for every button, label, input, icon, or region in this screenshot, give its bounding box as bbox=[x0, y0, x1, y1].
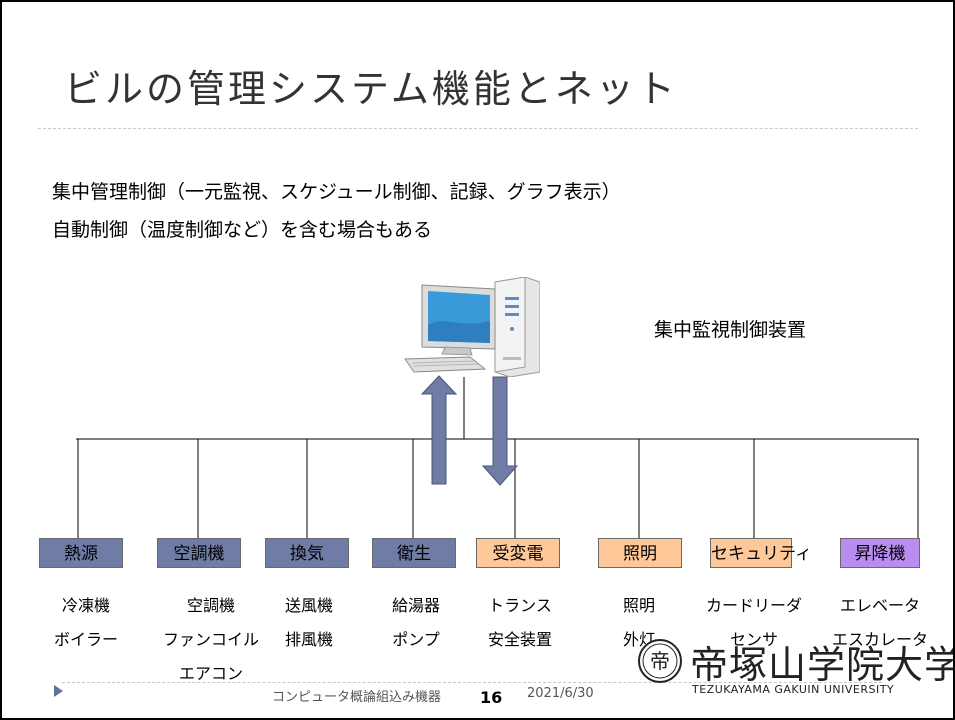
system-device-label: ファンコイル bbox=[162, 630, 259, 649]
system-category-box: 昇降機 bbox=[840, 538, 920, 568]
system-category-box: 換気 bbox=[265, 538, 349, 568]
system-device-label: 照明 bbox=[622, 596, 655, 615]
description-line-1: 集中管理制御（一元監視、スケジュール制御、記録、グラフ表示） bbox=[52, 181, 621, 203]
system-category-box: 熱源 bbox=[39, 538, 123, 568]
footer-divider bbox=[62, 682, 882, 683]
download-arrow bbox=[481, 376, 519, 486]
footer-arrow-icon bbox=[54, 685, 63, 697]
system-device-label: 排風機 bbox=[284, 630, 333, 649]
upload-arrow bbox=[420, 375, 458, 485]
system-device-label: 空調機 bbox=[186, 596, 235, 615]
system-device-label: 給湯器 bbox=[391, 596, 440, 615]
system-device-label: ボイラー bbox=[53, 630, 118, 649]
system-device-label: エスカレータ bbox=[831, 630, 928, 649]
system-device-label: センサ bbox=[729, 630, 778, 649]
system-device-label: エアコン bbox=[178, 664, 243, 683]
system-device-label: ポンプ bbox=[392, 630, 440, 649]
slide-title: ビルの管理システム機能とネット bbox=[64, 67, 678, 111]
system-device-label: 安全装置 bbox=[487, 630, 552, 649]
university-name-english: TEZUKAYAMA GAKUIN UNIVERSITY bbox=[692, 683, 895, 696]
system-category-box: 受変電 bbox=[476, 538, 560, 568]
system-device-label: 冷凍機 bbox=[61, 596, 110, 615]
system-device-label: 送風機 bbox=[284, 596, 333, 615]
system-device-label: カードリーダ bbox=[705, 596, 802, 615]
system-device-label: エレベータ bbox=[839, 596, 920, 615]
footer-date: 2021/6/30 bbox=[527, 686, 594, 701]
svg-text:帝: 帝 bbox=[650, 649, 670, 673]
university-name: 帝塚山学院大学 bbox=[690, 643, 955, 687]
system-device-label: トランス bbox=[488, 596, 552, 615]
computer-icon bbox=[404, 277, 540, 377]
system-category-box: セキュリティ bbox=[710, 538, 812, 568]
university-seal-icon: 帝 bbox=[638, 639, 682, 683]
page-number: 16 bbox=[480, 688, 503, 707]
system-category-box: 衛生 bbox=[372, 538, 456, 568]
footer-text: コンピュータ概論組込み機器 bbox=[272, 690, 442, 705]
system-category-box: 照明 bbox=[598, 538, 682, 568]
description-line-2: 自動制御（温度制御など）を含む場合もある bbox=[52, 219, 433, 241]
title-divider bbox=[38, 128, 918, 129]
central-device-label: 集中監視制御装置 bbox=[654, 319, 807, 341]
system-category-box: 空調機 bbox=[157, 538, 241, 568]
